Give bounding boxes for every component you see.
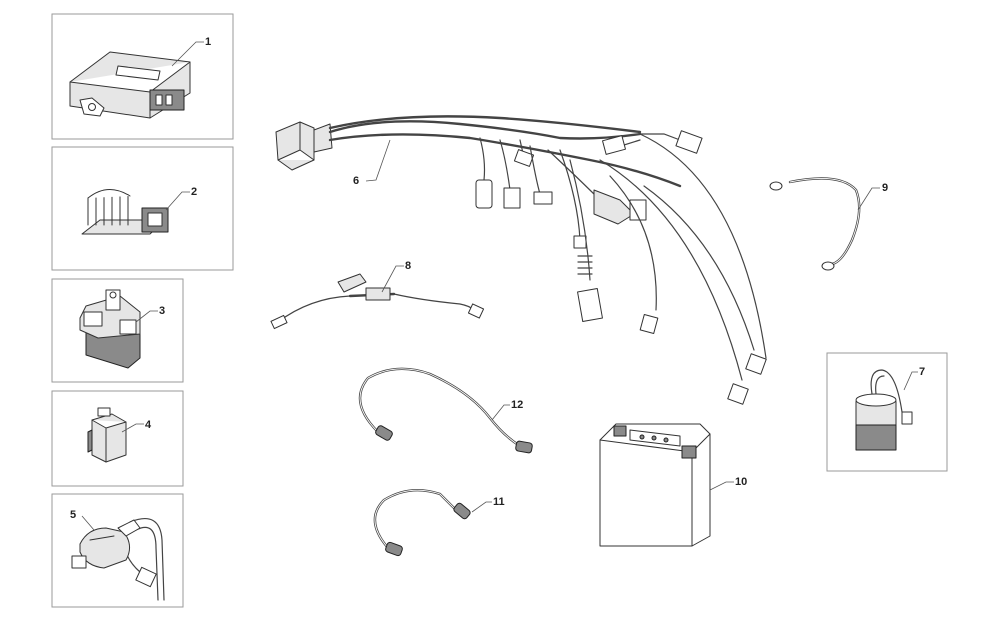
fuse-cable bbox=[270, 273, 485, 330]
callout-5: 5 bbox=[70, 509, 76, 521]
relay bbox=[87, 407, 127, 463]
ignition-coil bbox=[71, 518, 165, 601]
short-battery-cable bbox=[373, 488, 471, 557]
voltage-regulator bbox=[81, 189, 169, 235]
capacitor bbox=[855, 369, 913, 451]
callout-4: 4 bbox=[145, 419, 152, 431]
starter-relay bbox=[79, 289, 141, 369]
leader-lines bbox=[81, 41, 918, 531]
ground-cable bbox=[769, 177, 861, 271]
callout-10: 10 bbox=[735, 476, 747, 488]
callout-11: 11 bbox=[493, 496, 505, 508]
callout-6: 6 bbox=[353, 175, 359, 187]
long-battery-cable bbox=[358, 367, 533, 454]
callout-2: 2 bbox=[191, 186, 197, 198]
callout-3: 3 bbox=[159, 305, 165, 317]
callout-7: 7 bbox=[919, 366, 925, 378]
callout-12: 12 bbox=[511, 399, 523, 411]
callout-9: 9 bbox=[882, 182, 888, 194]
ecu-unit bbox=[69, 51, 191, 119]
main-wiring-harness bbox=[275, 115, 767, 405]
battery bbox=[599, 423, 711, 547]
callout-1: 1 bbox=[205, 36, 211, 48]
callout-8: 8 bbox=[405, 260, 411, 272]
